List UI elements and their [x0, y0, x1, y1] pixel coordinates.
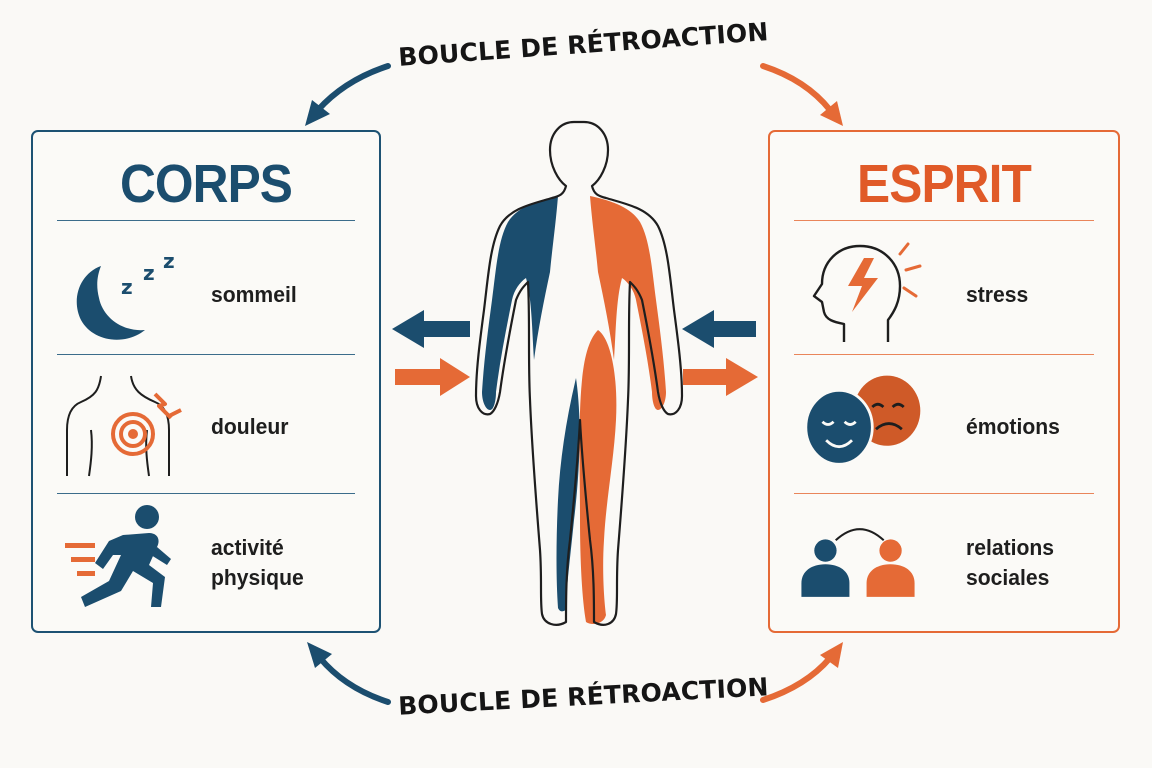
esprit-title-divider	[794, 220, 1094, 221]
corps-item-label-line1: activité	[211, 535, 284, 560]
esprit-item-stress: stress	[770, 230, 1118, 360]
happy-sad-masks-icon	[804, 375, 921, 466]
corps-title: CORPS	[119, 154, 293, 214]
corps-item-sommeil: z z z sommeil	[33, 230, 379, 360]
esprit-item-label-line2: sociales	[966, 565, 1050, 590]
head-lightning-icon	[812, 242, 922, 342]
svg-text:z: z	[163, 249, 175, 273]
esprit-panel: ESPRIT stress ém	[768, 130, 1120, 633]
corps-panel: CORPS z z z sommeil	[31, 130, 381, 633]
esprit-title: ESPRIT	[857, 154, 1032, 214]
svg-text:z: z	[143, 261, 155, 285]
corps-item-label: douleur	[211, 414, 289, 439]
corps-title-divider	[57, 220, 355, 221]
human-figure-icon	[474, 120, 684, 626]
left-exchange-arrows	[392, 310, 470, 396]
esprit-item-relations-sociales: relations sociales	[770, 497, 1118, 627]
right-exchange-arrows	[682, 310, 758, 396]
corps-item-label-line2: physique	[211, 565, 304, 590]
back-pain-icon	[66, 375, 182, 477]
esprit-item-label: émotions	[966, 414, 1060, 439]
corps-item-douleur: douleur	[33, 358, 379, 488]
bottom-loop-arrow-orange	[760, 642, 843, 703]
esprit-divider-2	[794, 493, 1094, 494]
svg-text:z: z	[121, 275, 133, 299]
two-people-icon	[801, 528, 915, 597]
esprit-item-label: stress	[966, 282, 1029, 307]
corps-divider-1	[57, 354, 355, 355]
esprit-item-label-line1: relations	[966, 535, 1055, 560]
moon-sleep-icon: z z z	[76, 249, 175, 340]
top-loop-arrow-blue	[305, 63, 391, 126]
esprit-divider-1	[794, 354, 1094, 355]
bottom-loop-arrow-blue	[307, 642, 391, 705]
top-loop-arrow-orange	[760, 63, 843, 126]
running-person-icon	[65, 505, 171, 607]
corps-item-activite-physique: activité physique	[33, 497, 379, 627]
corps-item-label: sommeil	[211, 282, 297, 307]
esprit-item-emotions: émotions	[770, 358, 1118, 488]
corps-divider-2	[57, 493, 355, 494]
